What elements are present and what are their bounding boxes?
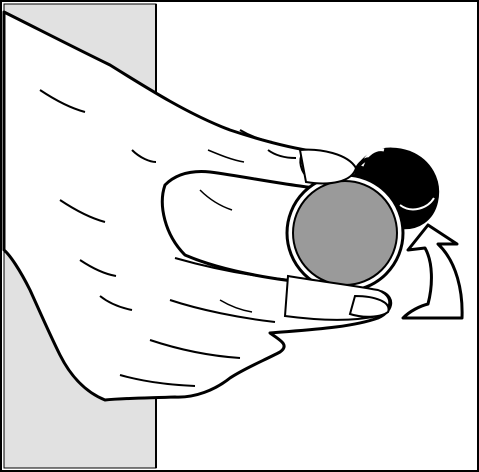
battery-icon <box>287 175 403 291</box>
